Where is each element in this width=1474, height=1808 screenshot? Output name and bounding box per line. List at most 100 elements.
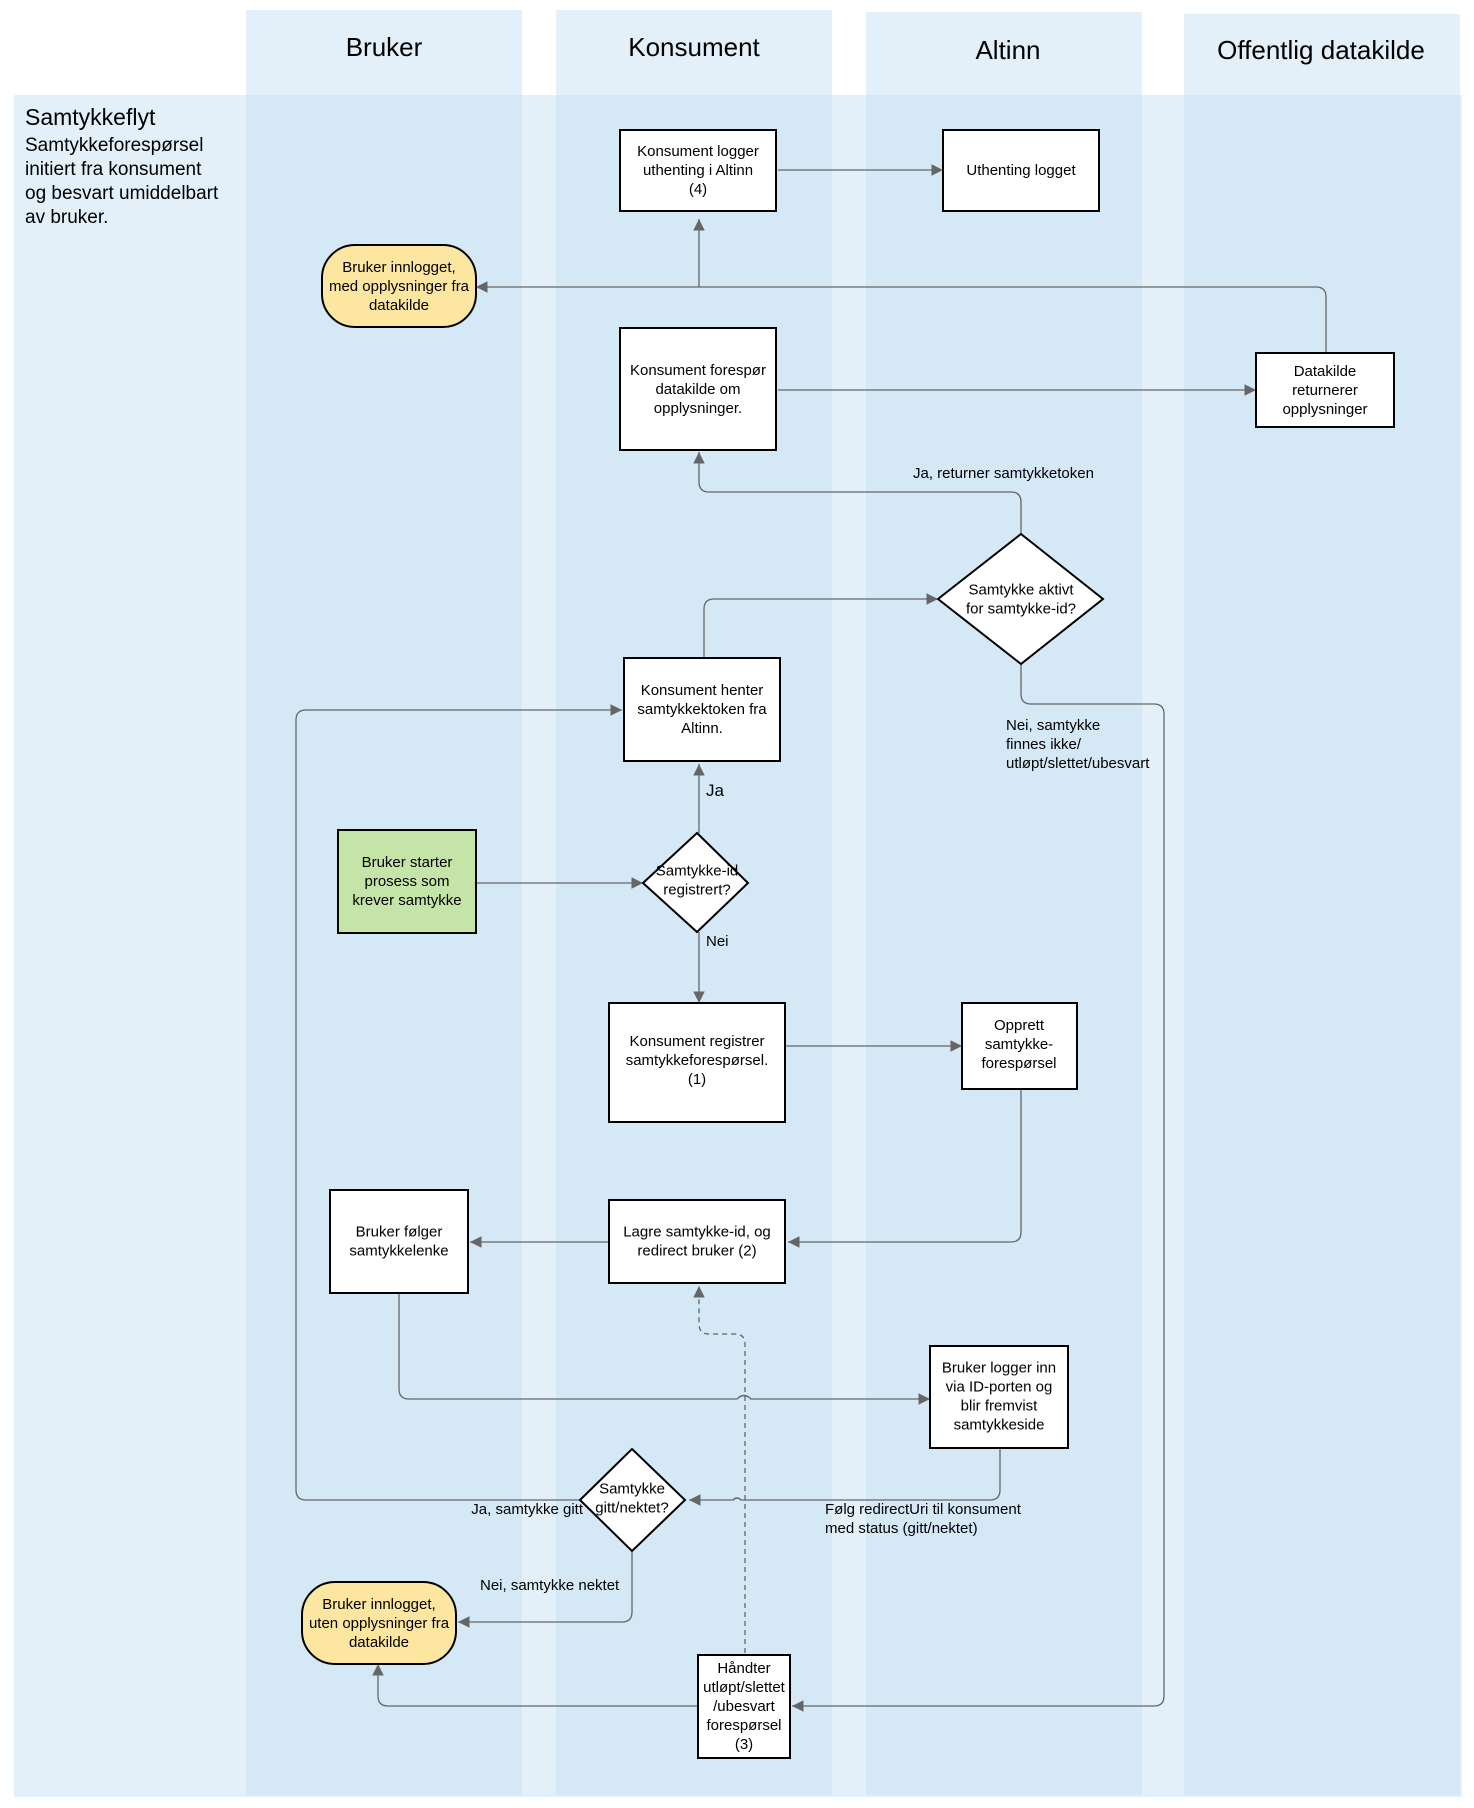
decision-samtykke-aktivt-label: Samtykke aktivt for samtykke-id? (966, 582, 1076, 618)
start-bruker-starter (337, 829, 477, 934)
text-line: (3) (735, 1736, 753, 1753)
terminal-bruker-innlogget-med-label: Bruker innlogget, med opplysninger fra dat… (329, 259, 470, 314)
text-line: Bruker innlogget, (322, 1596, 435, 1613)
text-line: Konsument forespør (630, 362, 766, 379)
edge-datakilde-to-innlogget (476, 281, 1327, 353)
text-line: forespørsel (981, 1055, 1056, 1072)
node-datakilde-returnerer (1255, 352, 1395, 428)
lane-title-altinn: Altinn (975, 35, 1040, 65)
text-line: Bruker starter (362, 854, 453, 871)
node-konsument-forespor (619, 327, 777, 451)
text-line: samtykke- (985, 1036, 1053, 1053)
node-bruker-folger (329, 1189, 469, 1294)
node-uthenting-logget (942, 129, 1100, 212)
text-line: Samtykke-id (656, 863, 739, 880)
node-uthenting-logget-label: Uthenting logget (966, 162, 1076, 179)
text-line: Konsument logger (637, 143, 759, 160)
edge-label-nei-samtykke: Nei, samtykke finnes ikke/utløpt/slettet/… (1006, 717, 1150, 772)
text-line: blir fremvist (961, 1398, 1039, 1415)
lane-title-datakilde: Offentlig datakilde (1217, 35, 1425, 65)
text-line: samtykkektoken fra (637, 701, 767, 718)
text-line: Nei, samtykke nektet (480, 1577, 620, 1594)
node-opprett-label: Opprett samtykke-forespørsel (981, 1017, 1056, 1072)
decision-samtykke-gitt (578, 1447, 687, 1553)
edge-gitt-nei-to-uten (458, 1550, 633, 1628)
node-bruker-logger-inn-label: Bruker logger inn via ID-porten og blir fr… (942, 1360, 1056, 1434)
node-konsument-logger (619, 129, 777, 212)
text-line: Konsument henter (641, 682, 764, 699)
text-line: opplysninger (1282, 401, 1367, 418)
edge-opprett-to-lagre (788, 1089, 1022, 1248)
text-line: og besvart umiddelbart (25, 183, 219, 204)
text-line: for samtykke-id? (966, 601, 1076, 618)
text-line: Samtykke (599, 1481, 665, 1498)
node-datakilde-returnerer-label: Datakilde returnerer opplysninger (1282, 363, 1367, 418)
intro-title: Samtykkeflyt (25, 104, 156, 130)
edge-henter-to-aktivt (703, 593, 938, 658)
terminal-bruker-innlogget-uten-label: Bruker innlogget, uten opplysninger fra da… (309, 1596, 450, 1651)
text-line: Bruker innlogget, (342, 259, 455, 276)
lane-body-datakilde (1184, 95, 1460, 1795)
text-line: Datakilde (1294, 363, 1357, 380)
text-line: Opprett (994, 1017, 1045, 1034)
decision-samtykke-aktivt (936, 532, 1105, 666)
text-line: datakilde (369, 297, 429, 314)
text-line: via ID-porten og (946, 1379, 1053, 1396)
edge-aktivt-nei-to-handter (792, 664, 1165, 1712)
text-line: Bruker logger inn (942, 1360, 1056, 1377)
edge-label-ja-gitt: Ja, samtykke gitt (471, 1501, 584, 1518)
decision-samtykke-id-registrert-label: Samtykke-id registrert? (656, 863, 739, 899)
text-line: opplysninger. (654, 400, 742, 417)
text-line: /ubesvart (713, 1698, 776, 1715)
lane-header-bruker (246, 10, 522, 95)
text-line: med status (gitt/nektet) (825, 1520, 978, 1537)
lane-title-konsument: Konsument (628, 32, 760, 62)
terminal-bruker-innlogget-uten (301, 1581, 457, 1665)
text-line: forespørsel (706, 1717, 781, 1734)
text-line: Bruker følger (356, 1224, 443, 1241)
text-line: Nei, samtykke (1006, 717, 1100, 734)
text-line: Håndter (717, 1660, 770, 1677)
lane-title-bruker: Bruker (346, 32, 423, 62)
text-line: Konsument registrer (629, 1033, 764, 1050)
decision-samtykke-gitt-label: Samtykke gitt/nektet? (595, 1481, 668, 1517)
node-handter (697, 1654, 791, 1759)
node-bruker-folger-label: Bruker følger samtykkelenke (349, 1224, 448, 1260)
text-line: uten opplysninger fra (309, 1615, 450, 1632)
edge-label-nei: Nei (706, 933, 729, 950)
text-line: Uthenting logget (966, 162, 1076, 179)
text-line: finnes ikke/ (1006, 736, 1082, 753)
node-lagre (608, 1199, 786, 1284)
text-line: med opplysninger fra (329, 278, 470, 295)
connectors (295, 164, 1327, 1712)
text-line: gitt/nektet? (595, 1500, 668, 1517)
text-line: Lagre samtykke-id, og (623, 1224, 771, 1241)
text-line: returnerer (1292, 382, 1358, 399)
text-line: registrert? (663, 882, 731, 899)
edge-gitt-ja-to-henter (295, 704, 622, 1501)
edge-folger-to-logger-inn (398, 1294, 930, 1405)
text-line: samtykkeforespørsel. (626, 1052, 769, 1069)
text-line: Ja, returner samtykketoken (913, 465, 1094, 482)
terminal-bruker-innlogget-med (321, 244, 477, 328)
text-line: av bruker. (25, 207, 108, 228)
text-line: (1) (688, 1071, 706, 1088)
node-konsument-registrer-label: Konsument registrer samtykkeforespørsel. (… (626, 1033, 769, 1088)
lane-header-datakilde (1184, 14, 1460, 95)
text-line: datakilde (349, 1634, 409, 1651)
lane-body-altinn (866, 95, 1142, 1795)
text-line: utløpt/slettet/ubesvart (1006, 755, 1150, 772)
edge-label-nei-nektet: Nei, samtykke nektet (480, 1577, 620, 1594)
text-line: samtykkeside (954, 1417, 1045, 1434)
text-line: samtykkelenke (349, 1243, 448, 1260)
text-line: Samtykke aktivt (968, 582, 1074, 599)
edge-label-ja: Ja (706, 781, 725, 800)
